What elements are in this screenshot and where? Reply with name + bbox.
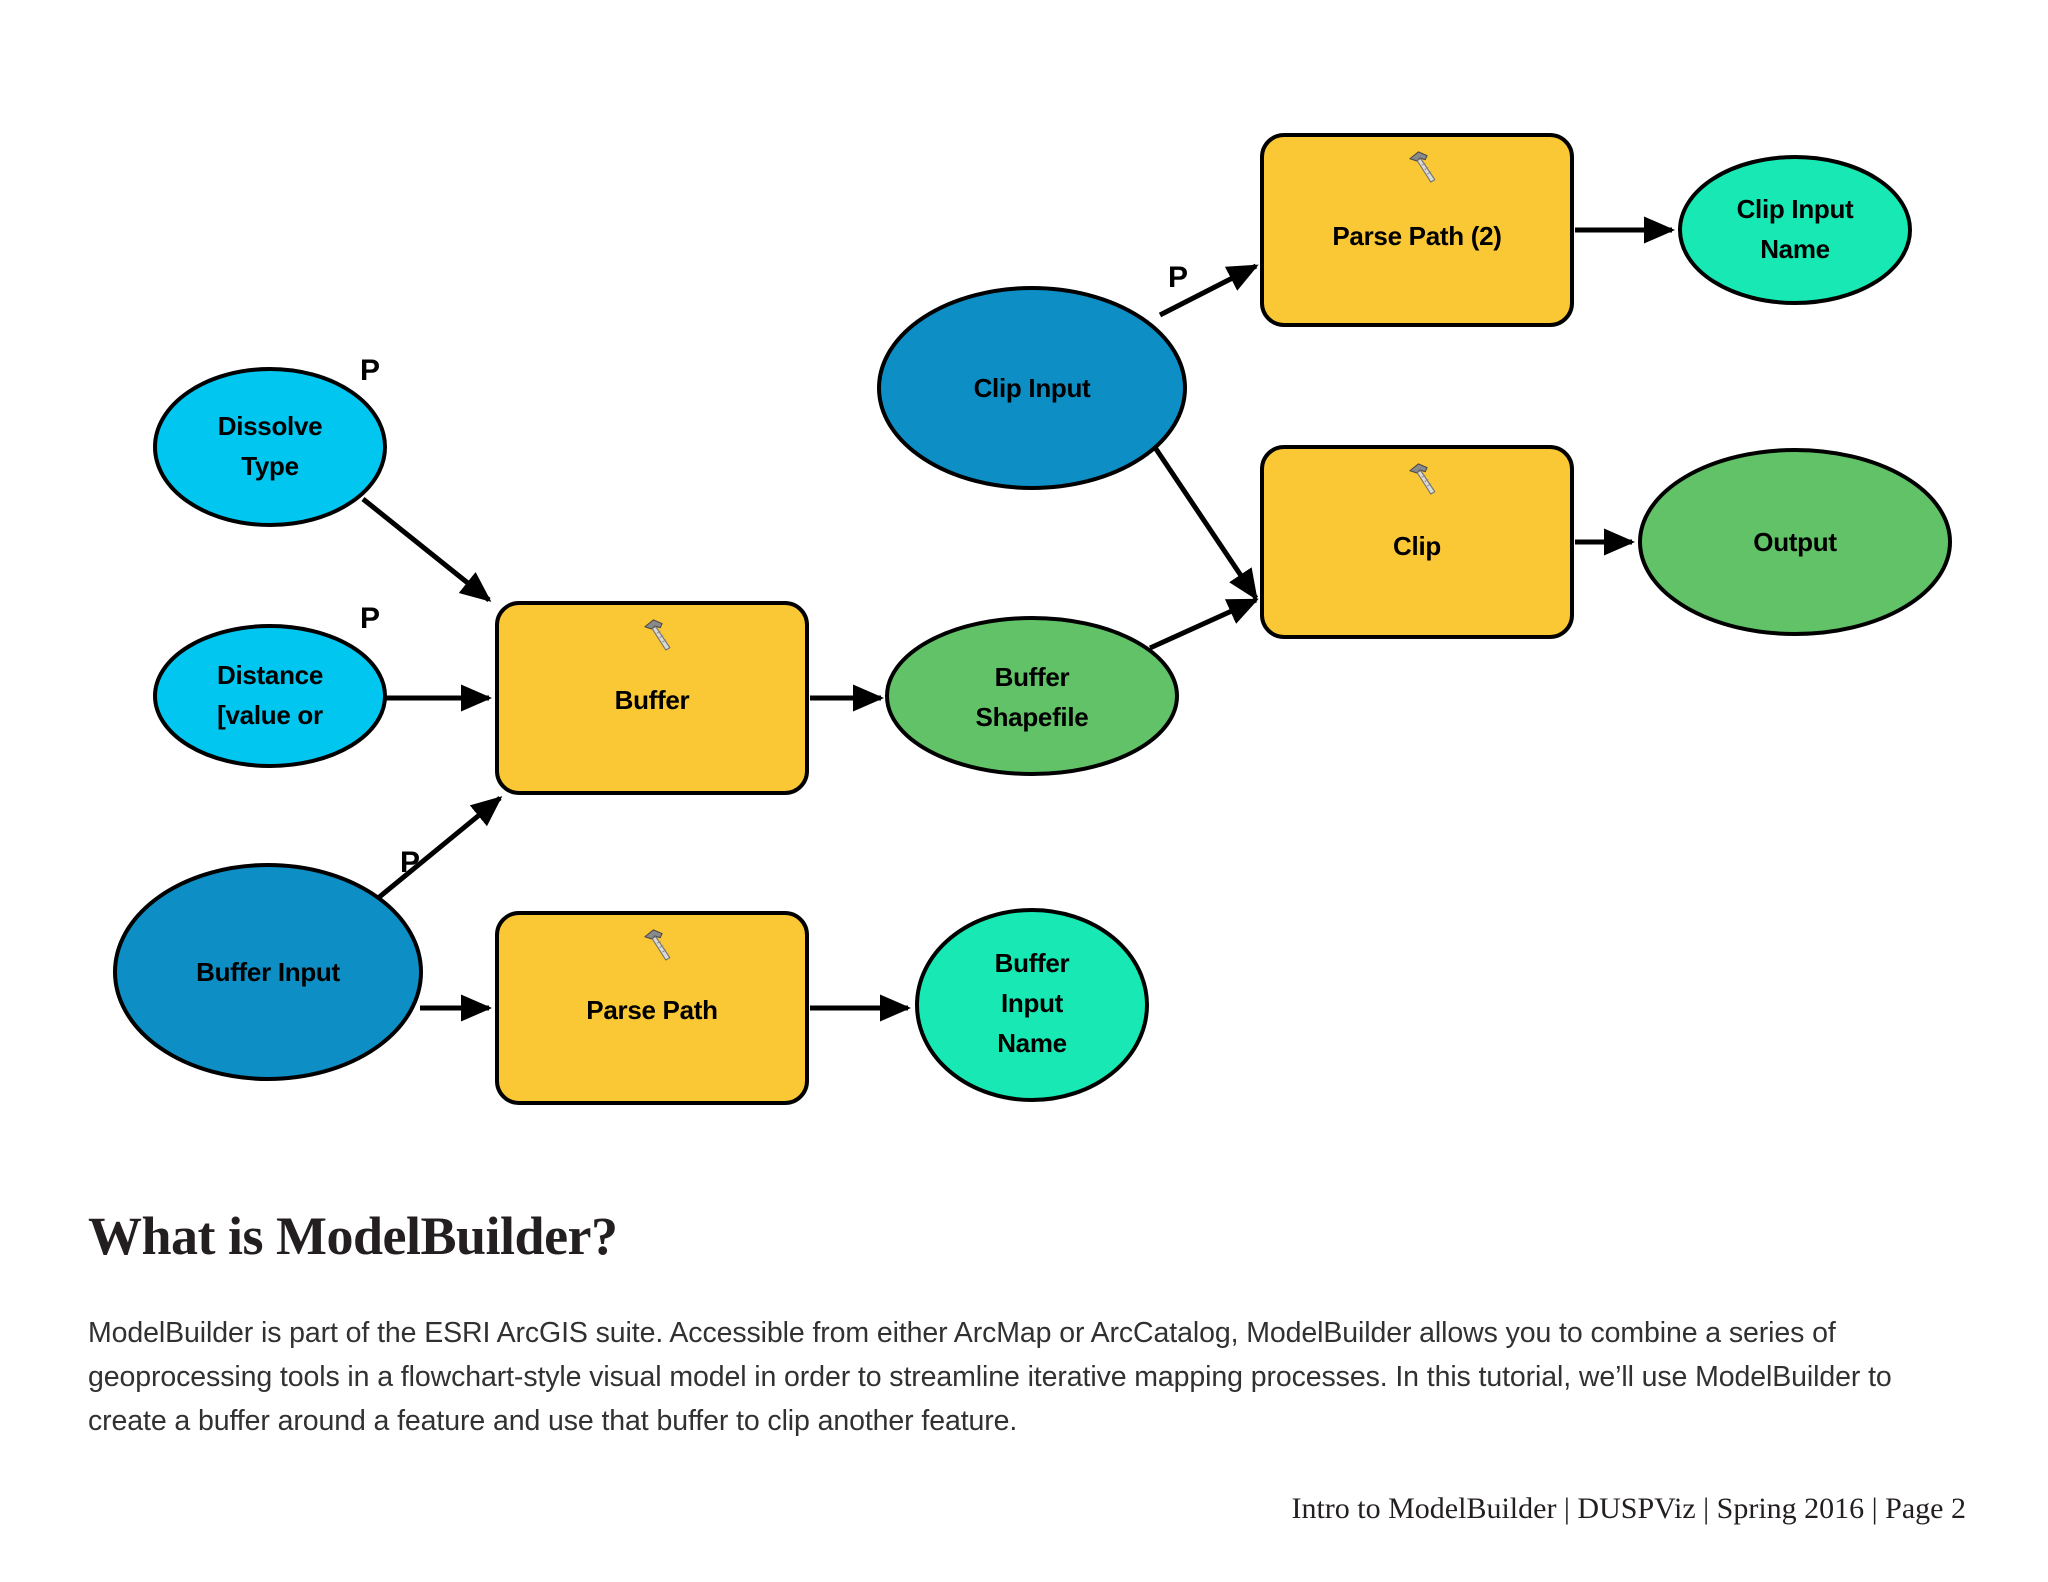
node-clip-input-name-line1: Clip Input xyxy=(1737,194,1854,224)
intro-paragraph: ModelBuilder is part of the ESRI ArcGIS … xyxy=(88,1317,1892,1437)
node-buffer-shapefile[interactable]: Buffer Shapefile xyxy=(885,616,1179,776)
node-buffer-input-name-line1: Buffer xyxy=(995,948,1070,978)
node-dissolve-type-line2: Type xyxy=(241,451,299,481)
parameter-marker-buffer-input: P xyxy=(400,846,420,879)
page-title: What is ModelBuilder? xyxy=(88,1206,618,1266)
edge-clipinput-to-clip xyxy=(1147,438,1259,601)
node-buffer-input-name[interactable]: Buffer Input Name xyxy=(915,908,1149,1102)
node-parse-path-2-label: Parse Path (2) xyxy=(1332,221,1501,251)
node-buffer-shapefile-line2: Shapefile xyxy=(976,702,1089,732)
node-clip-input-label: Clip Input xyxy=(974,373,1091,403)
node-distance-line2: [value or xyxy=(217,700,323,730)
node-clip-input-name[interactable]: Clip Input Name xyxy=(1678,155,1912,305)
parameter-marker-distance: P xyxy=(360,602,380,635)
node-buffer-input-label: Buffer Input xyxy=(196,957,340,987)
node-buffer-tool-label: Buffer xyxy=(615,685,690,715)
node-parse-path-2-tool[interactable]: Parse Path (2) xyxy=(1260,133,1574,327)
node-distance-line1: Distance xyxy=(217,660,323,690)
parameter-marker-dissolve-type: P xyxy=(360,354,380,387)
article-body: What is ModelBuilder? ModelBuilder is pa… xyxy=(88,1205,1968,1443)
edge-bufferinput-to-buffer xyxy=(370,796,503,905)
node-parse-path-tool[interactable]: Parse Path xyxy=(495,911,809,1105)
edge-dissolve-to-buffer xyxy=(361,497,492,602)
node-buffer-shapefile-line1: Buffer xyxy=(995,662,1070,692)
node-buffer-input-name-line2: Input xyxy=(1001,988,1064,1018)
node-clip-input[interactable]: Clip Input xyxy=(877,286,1187,490)
node-distance-value[interactable]: Distance [value or xyxy=(153,624,387,768)
modelbuilder-diagram: Dissolve Type Distance [value or Buffer … xyxy=(113,133,1952,1105)
parameter-marker-clip-input: P xyxy=(1168,261,1188,294)
page-footer: Intro to ModelBuilder | DUSPViz | Spring… xyxy=(1291,1492,1966,1525)
node-clip-input-name-line2: Name xyxy=(1760,234,1830,264)
edge-clipinput-to-parsepath2 xyxy=(1158,263,1259,318)
node-dissolve-type[interactable]: Dissolve Type xyxy=(153,367,387,527)
node-parse-path-label: Parse Path xyxy=(586,995,717,1025)
edge-buffershapefile-to-clip xyxy=(1148,597,1259,651)
node-buffer-input[interactable]: Buffer Input xyxy=(113,863,423,1081)
edge-layer xyxy=(361,216,1676,1022)
node-buffer-tool[interactable]: Buffer xyxy=(495,601,809,795)
node-clip-tool[interactable]: Clip xyxy=(1260,445,1574,639)
node-buffer-input-name-line3: Name xyxy=(997,1028,1067,1058)
parameter-marker-layer: P P P P xyxy=(360,261,1188,879)
node-output[interactable]: Output xyxy=(1638,448,1952,636)
node-output-label: Output xyxy=(1753,527,1837,557)
node-clip-tool-label: Clip xyxy=(1393,531,1441,561)
node-dissolve-type-line1: Dissolve xyxy=(218,411,323,441)
